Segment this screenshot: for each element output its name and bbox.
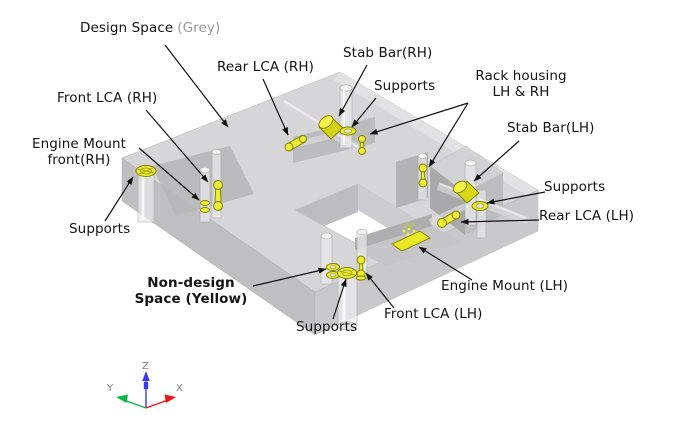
label-supports-rh: Supports [374, 78, 436, 94]
front-lca-lh-part [355, 255, 367, 281]
label-rear-lca-lh: Rear LCA (LH) [539, 208, 635, 224]
x-axis-arrowhead [164, 394, 176, 403]
label-stab-bar-rh: Stab Bar(RH) [343, 45, 433, 61]
rear-lca-lh-part [437, 210, 461, 228]
label-front-lca-lh: Front LCA (LH) [384, 306, 483, 322]
support-mount-rh [358, 135, 366, 155]
non-design-rings-bottom [326, 263, 340, 279]
support-disc-bottom [337, 267, 357, 279]
y-axis-label: Y [106, 383, 114, 394]
arrow-engine-mount-front-rh [138, 147, 200, 201]
support-ring-rh [339, 126, 357, 136]
stab-bar-rh-bushing [318, 115, 344, 140]
arrow-rack-housing-1 [428, 102, 469, 168]
label-non-design-space: Non-design Space (Yellow) [134, 275, 248, 307]
arrow-design-space [164, 44, 229, 128]
label-supports-left: Supports [69, 221, 131, 237]
annotation-arrows [104, 44, 546, 320]
front-lca-rh-part [213, 180, 223, 211]
y-axis [123, 399, 147, 409]
arrow-supports-left [104, 176, 134, 222]
label-design-space-text: Design Space [80, 20, 174, 36]
rod-rear-lca-lh [428, 202, 470, 225]
arrow-supports-lh [486, 191, 546, 205]
arrow-front-lca-lh [365, 272, 395, 309]
z-axis-arrowhead [142, 371, 150, 381]
arrow-stab-bar-lh [473, 140, 520, 182]
label-design-space: Design Space(Grey) [80, 20, 221, 37]
arrow-supports-rh [351, 97, 377, 128]
label-supports-lh: Supports [544, 179, 606, 195]
x-axis [145, 399, 169, 409]
label-rack-housing: Rack housing LH & RH [475, 68, 567, 100]
arrow-non-design-space [252, 267, 327, 287]
arrow-supports-bottom [332, 278, 347, 320]
engine-mount-lh-plate [391, 222, 431, 252]
rack-housing-mount [418, 163, 428, 188]
z-axis-label: Z [142, 361, 149, 372]
x-axis-label: X [176, 383, 183, 394]
label-supports-bottom: Supports [296, 319, 358, 335]
stab-bar-lh-bushing [452, 180, 480, 204]
non-design-parts [135, 115, 489, 281]
coordinate-triad: Z Y X [106, 361, 183, 409]
label-rear-lca-rh: Rear LCA (RH) [217, 59, 315, 75]
label-design-space-qualifier: (Grey) [177, 20, 221, 36]
arrow-engine-mount-lh [418, 246, 473, 281]
arrow-rear-lca-lh [460, 218, 540, 225]
arrow-front-lca-rh [145, 109, 209, 183]
rear-lca-rh-part [284, 135, 307, 152]
label-engine-mount-lh: Engine Mount (LH) [441, 278, 569, 294]
arrow-rack-housing-2 [369, 102, 469, 135]
arrow-stab-bar-rh [338, 64, 368, 117]
arrow-rear-lca-rh [262, 78, 289, 136]
label-engine-mount-front-rh: Engine Mount front(RH) [31, 136, 127, 168]
label-stab-bar-lh: Stab Bar(LH) [507, 120, 595, 136]
support-ring-lh [471, 201, 489, 211]
engine-mount-front-rh-disc [135, 165, 157, 177]
label-front-lca-rh: Front LCA (RH) [57, 90, 158, 106]
y-axis-arrowhead [116, 394, 128, 403]
support-rings-front-rh [200, 200, 210, 213]
z-axis-shaft [143, 382, 149, 389]
